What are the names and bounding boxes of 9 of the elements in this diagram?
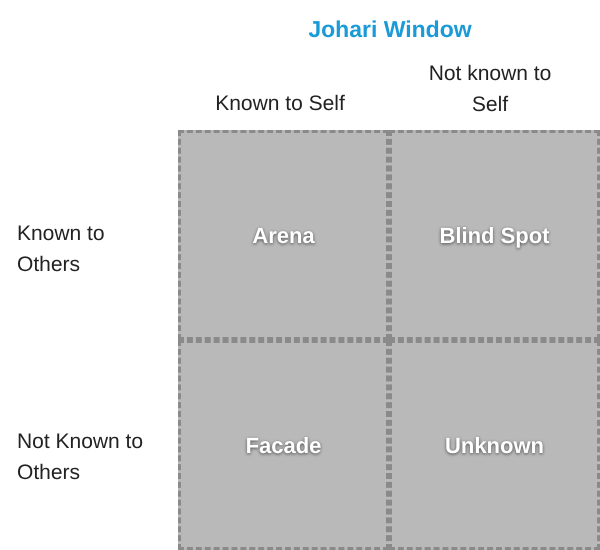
row-header: Not Known to Others bbox=[17, 429, 144, 486]
column-header: Not known to Self bbox=[428, 61, 552, 118]
title: Johari Window bbox=[307, 15, 473, 44]
quadrant-box: Arena bbox=[178, 130, 389, 340]
column-header: Known to Self bbox=[214, 91, 346, 117]
quadrant-box: Unknown bbox=[389, 340, 600, 550]
quadrant-box: Facade bbox=[178, 340, 389, 550]
quadrant-box: Blind Spot bbox=[389, 130, 600, 340]
row-header: Known to Others bbox=[17, 221, 106, 278]
